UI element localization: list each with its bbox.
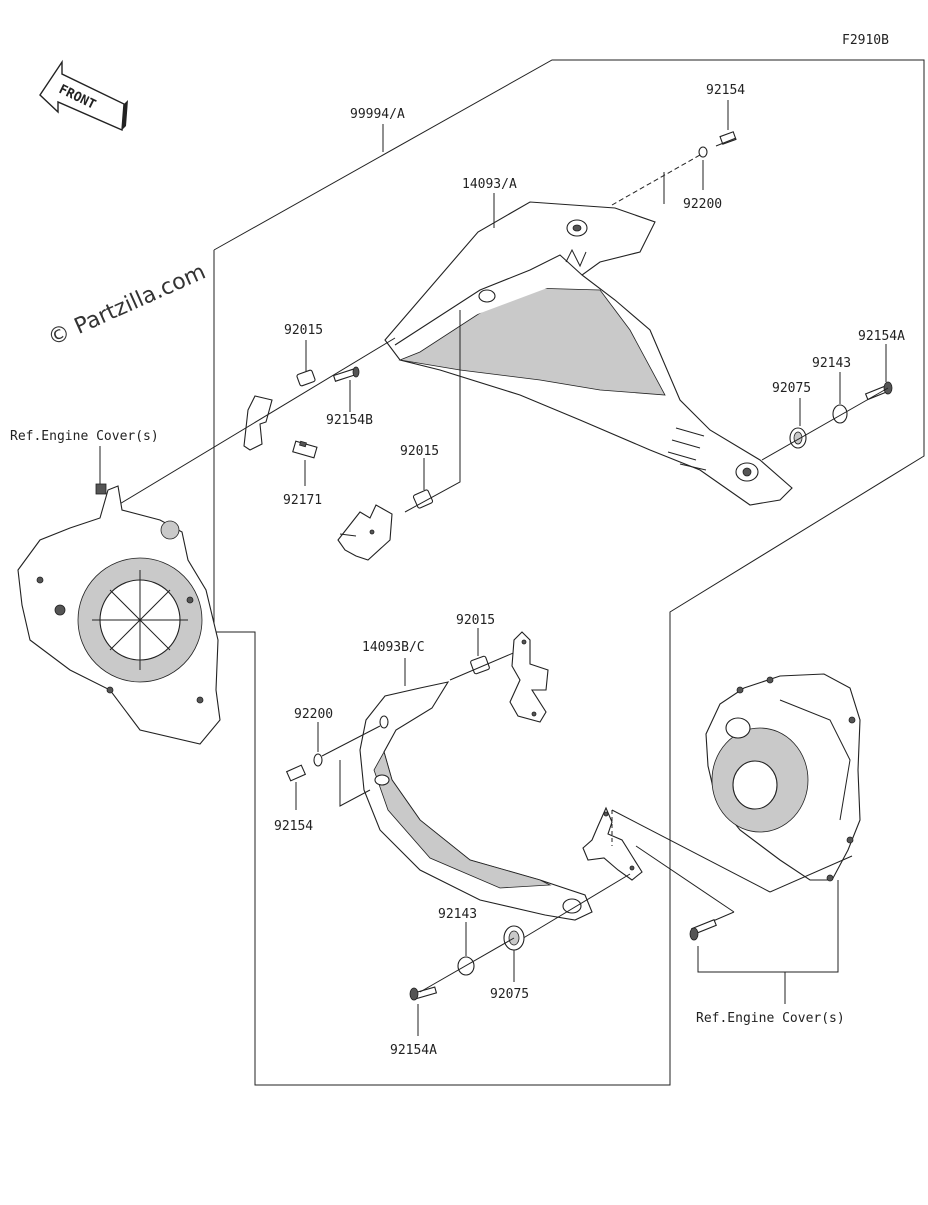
diagram-code: F2910B bbox=[842, 33, 889, 48]
callout-ref-right: Ref.Engine Cover(s) bbox=[696, 1011, 845, 1026]
watermark: © Partzilla.com bbox=[44, 260, 209, 352]
callout-14093bc: 14093B/C bbox=[362, 640, 425, 655]
callout-92015-left: 92015 bbox=[284, 323, 323, 338]
callout-92200-top: 92200 bbox=[683, 197, 722, 212]
callout-99994a: 99994/A bbox=[350, 107, 405, 122]
callout-ref-left: Ref.Engine Cover(s) bbox=[10, 429, 159, 444]
callout-92154a-lower: 92154A bbox=[390, 1043, 437, 1058]
grommet-92075-right bbox=[789, 427, 807, 449]
callout-92075-right: 92075 bbox=[772, 381, 811, 396]
bolt-92154a-right bbox=[864, 381, 893, 401]
clamp-bracket-part bbox=[337, 504, 393, 561]
callout-92015-lower: 92015 bbox=[456, 613, 495, 628]
bolt-92154a-lower bbox=[409, 986, 438, 1001]
callout-92200-lower: 92200 bbox=[294, 707, 333, 722]
lower-right-bracket-part bbox=[582, 806, 643, 881]
bolt-92154-top bbox=[715, 131, 737, 147]
left-engine-cover bbox=[17, 483, 221, 745]
front-arrow-icon: FRONT bbox=[39, 59, 128, 132]
collar-92015-mid bbox=[412, 489, 434, 509]
callout-92154b: 92154B bbox=[326, 413, 373, 428]
callout-92154-top: 92154 bbox=[706, 83, 745, 98]
bolt-92154-lower bbox=[285, 764, 307, 782]
callout-92015-mid: 92015 bbox=[400, 444, 439, 459]
lower-shroud-part bbox=[359, 681, 593, 921]
bracket-left-part bbox=[243, 395, 273, 451]
right-engine-cover bbox=[705, 673, 861, 882]
collar-92143-right bbox=[832, 404, 848, 424]
callout-92143-right: 92143 bbox=[812, 356, 851, 371]
collar-92015-left bbox=[296, 369, 316, 387]
washer-92200-lower bbox=[313, 753, 323, 767]
washer-92200-top bbox=[698, 146, 708, 158]
bolt-92154b bbox=[332, 366, 360, 382]
callout-92143-lower: 92143 bbox=[438, 907, 477, 922]
callout-92075-lower: 92075 bbox=[490, 987, 529, 1002]
lower-bracket-part bbox=[509, 631, 549, 723]
clip-92171 bbox=[292, 440, 318, 459]
kit-boundary bbox=[213, 59, 925, 1086]
callout-92171: 92171 bbox=[283, 493, 322, 508]
callout-92154a-right: 92154A bbox=[858, 329, 905, 344]
upper-shroud-part bbox=[384, 201, 793, 506]
callout-92154-lower: 92154 bbox=[274, 819, 313, 834]
bolt-ref-right bbox=[689, 919, 717, 941]
collar-92015-lower bbox=[470, 655, 490, 675]
callout-14093a: 14093/A bbox=[462, 177, 517, 192]
